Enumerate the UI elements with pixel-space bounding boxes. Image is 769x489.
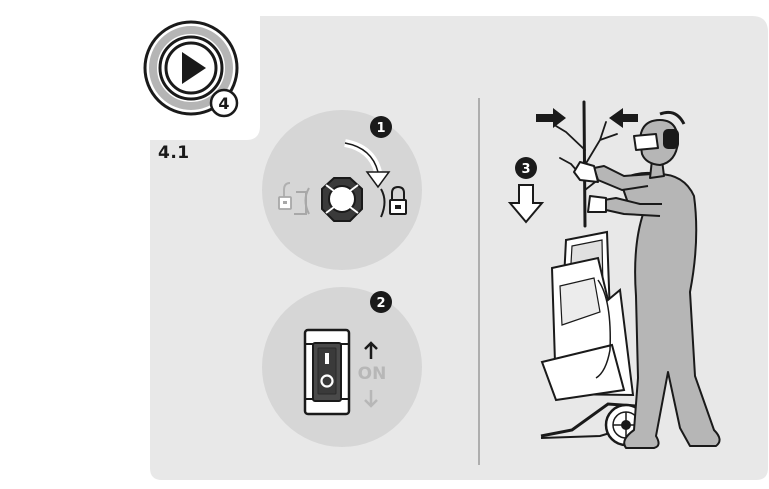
switch-step-panel: 2: [262, 287, 422, 447]
step-number-3: [515, 157, 537, 179]
step-badge: [209, 88, 239, 118]
switch-on-symbol: [325, 353, 329, 364]
section-number: 4.1: [158, 143, 190, 163]
push-left-arrow-icon: [609, 108, 638, 128]
garden-shredder: [540, 230, 648, 447]
lock-step-panel: 1: [262, 110, 422, 270]
step-number-2-label: 2: [376, 296, 385, 311]
unlock-icon: [278, 182, 310, 215]
step-number-1-label: 1: [376, 121, 385, 136]
step-number-2: [370, 291, 392, 313]
switch-on-label: ON: [357, 364, 387, 384]
down-arrow-icon: [364, 390, 378, 408]
step-badge-number: 4: [218, 94, 229, 113]
feed-down-arrow-icon: [507, 184, 545, 224]
rotary-knob: [321, 177, 363, 222]
play-icon[interactable]: [182, 52, 206, 84]
play-badge: 4: [143, 20, 239, 118]
step-number-3-label: 3: [521, 162, 530, 177]
step-number-1: [370, 116, 392, 138]
operator-figure: [573, 110, 721, 449]
switch-off-symbol: [320, 374, 334, 388]
push-right-arrow-icon: [536, 108, 566, 128]
feeding-scene: 3: [507, 100, 721, 449]
up-arrow-icon: [364, 341, 378, 359]
lock-icon: [380, 185, 407, 218]
